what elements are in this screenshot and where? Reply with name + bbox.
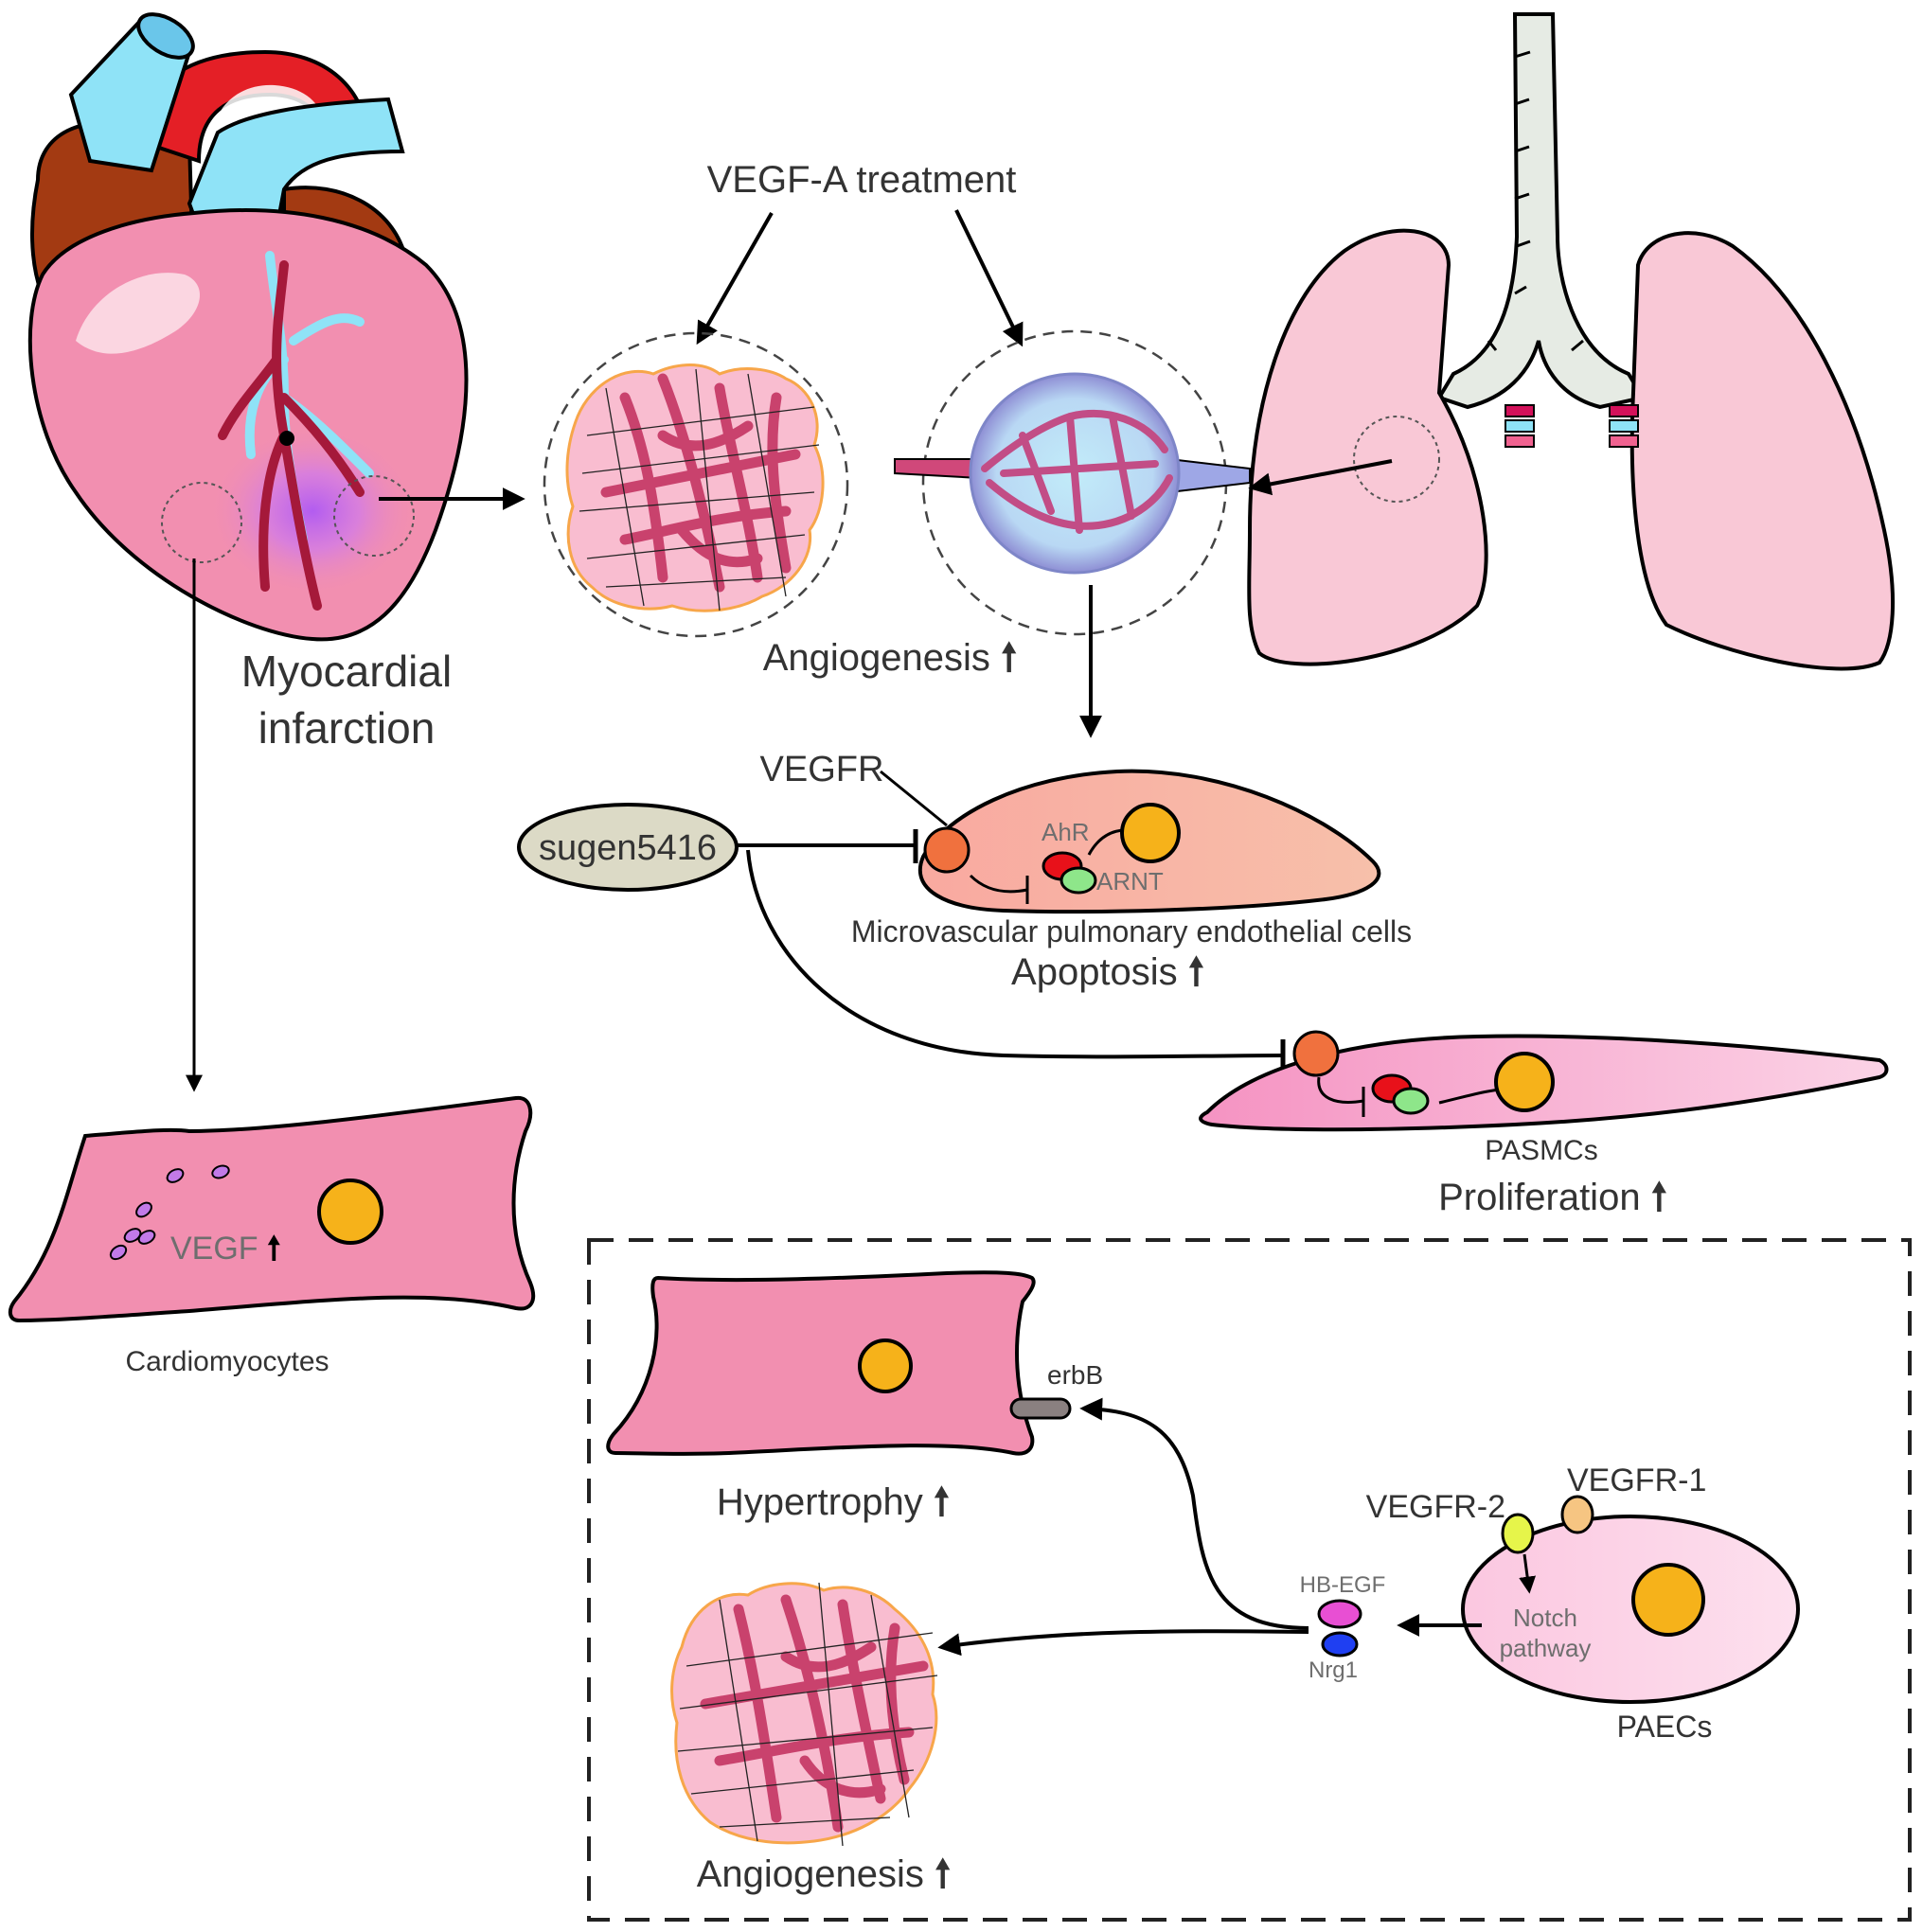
mpec-receptor-inhibition — [969, 874, 1029, 904]
vegfr2-label: VEGFR-2 — [1366, 1489, 1505, 1525]
infarct-sample-circle — [333, 475, 415, 557]
nrg1-ligand — [1321, 1631, 1359, 1657]
mpec-vegfr-receptor — [923, 826, 970, 874]
nrg1-label: Nrg1 — [1309, 1657, 1358, 1683]
vena-cava-opening — [136, 12, 195, 60]
hypertrophy-nucleus — [858, 1338, 913, 1393]
vegf-a-treatment-label: VEGF-A treatment — [707, 159, 1017, 201]
angiogenesis-top-label: Angiogenesis 🠕 — [763, 637, 1017, 679]
mpec-nucleus — [1120, 803, 1181, 863]
capillary-fibers — [579, 368, 820, 612]
hypertrophy-label: Hypertrophy 🠕 — [717, 1481, 950, 1523]
apoptosis-label: Apoptosis 🠕 — [1011, 951, 1204, 993]
angiogenesis-bottom-label: Angiogenesis 🠕 — [697, 1853, 951, 1895]
capillary-vessels — [600, 373, 801, 593]
up-arrow-glyph: 🠕 — [1651, 1177, 1667, 1218]
vegfr1-label: VEGFR-1 — [1567, 1462, 1706, 1498]
superior-vena-cava — [68, 16, 192, 173]
vessel-inflow — [894, 458, 982, 480]
pulmonary-vessel-top — [894, 329, 1251, 636]
lung-sample-circle — [1353, 416, 1440, 503]
arnt-label: ARNT — [1096, 867, 1164, 895]
pasmc-vegfr-receptor — [1292, 1030, 1340, 1077]
arrow-vegf-to-capillaries — [696, 212, 774, 346]
arrow-lung-to-vessel — [1248, 459, 1393, 496]
myocardial-label-line1: Myocardial — [241, 647, 452, 696]
notch-label-line1: Notch — [1513, 1604, 1577, 1632]
myocardium-sample-circle — [161, 482, 242, 563]
vegfr1-receptor — [1560, 1495, 1594, 1534]
paec-cell-body — [1461, 1515, 1800, 1704]
pasmc-arnt — [1392, 1087, 1430, 1115]
hypertrophy-cell-body — [606, 1270, 1036, 1456]
paec-nucleus — [1631, 1563, 1705, 1637]
capillary-fibers — [677, 1582, 938, 1847]
sugen5416-label: sugen5416 — [539, 828, 717, 868]
trachea — [1436, 12, 1647, 410]
arrow-vegf-to-pulmonary-vessel — [954, 209, 1024, 347]
proliferation-label: Proliferation 🠕 — [1438, 1177, 1667, 1218]
up-arrow-glyph: 🠕 — [934, 1481, 950, 1523]
up-arrow-glyph: 🠕 — [1001, 637, 1017, 679]
cardiomyocyte-nucleus — [317, 1179, 383, 1245]
up-arrow-glyph: 🠕 — [1188, 951, 1204, 993]
hb-egf-label: HB-EGF — [1300, 1572, 1386, 1598]
vegfr2-to-notch-arrow — [1519, 1553, 1537, 1594]
coronary-occlusion — [279, 431, 294, 446]
pasmc-nucleus — [1494, 1052, 1555, 1112]
erbb-receptor — [1009, 1397, 1072, 1420]
hb-egf-ligand — [1317, 1599, 1362, 1629]
lungs-illustration — [1247, 12, 1896, 671]
ligands-to-angiogenesis-arrow — [937, 1629, 1309, 1657]
ahr-label: AhR — [1042, 818, 1090, 846]
myocardial-label-line2: infarction — [258, 703, 436, 753]
mpec-label: Microvascular pulmonary endothelial cell… — [851, 914, 1412, 948]
notch-label-line2: pathway — [1500, 1634, 1592, 1662]
vessel-outflow — [1168, 457, 1251, 494]
pasmc-receptor-inhibition — [1317, 1076, 1365, 1117]
aorta-highlight — [213, 84, 327, 133]
up-arrow-glyph: 🠕 — [935, 1853, 951, 1895]
sugen-inhibits-pasmc-path — [746, 849, 1283, 1059]
capillary-network-top — [543, 331, 849, 638]
paecs-label: PAECs — [1617, 1710, 1713, 1744]
right-hilum-vessels — [1609, 404, 1639, 448]
erbb-label: erbB — [1047, 1360, 1103, 1390]
inset-dashed-box — [587, 1238, 1912, 1922]
trachea-rings — [1487, 50, 1584, 352]
cardiomyocyte-cell-body — [8, 1095, 536, 1323]
capillary-network-bottom — [670, 1582, 938, 1847]
left-hilum-vessels — [1505, 404, 1535, 448]
capillary-dashed-frame — [543, 331, 849, 638]
vegfr-pointer-line — [880, 770, 948, 827]
ligands-to-erbb-arrow — [1079, 1397, 1309, 1630]
heart-illustration — [27, 12, 469, 642]
up-arrow-glyph: 🠕 — [267, 1231, 281, 1267]
heart-highlight — [76, 273, 201, 354]
vegfr-label: VEGFR — [760, 750, 884, 789]
vessel-network — [981, 409, 1173, 534]
vegf-vesicles — [109, 1164, 230, 1261]
right-lung — [1629, 231, 1896, 671]
cardiomyocytes-label: Cardiomyocytes — [125, 1346, 329, 1377]
left-lung — [1247, 228, 1488, 666]
vegfr2-receptor — [1501, 1513, 1535, 1554]
vegf-label: VEGF 🠕 — [170, 1231, 281, 1267]
mpec-arnt — [1059, 866, 1097, 895]
pasmcs-label: PASMCs — [1485, 1135, 1597, 1166]
